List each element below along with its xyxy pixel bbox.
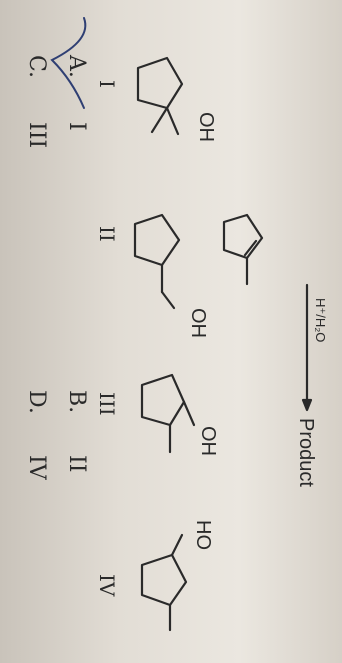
- structure-iv-label: IV: [95, 574, 119, 597]
- product-text: Product: [295, 418, 317, 487]
- structure-ii-label: II: [95, 226, 119, 242]
- structure-iv: [140, 533, 188, 632]
- option-c-letter[interactable]: C.: [24, 55, 49, 78]
- option-c-value[interactable]: III: [24, 122, 49, 148]
- structure-i-label: I: [95, 80, 119, 88]
- option-b-value[interactable]: II: [64, 455, 89, 472]
- structure-ii: [133, 213, 181, 310]
- structure-i-oh: OH: [195, 112, 217, 142]
- option-a-letter[interactable]: A.: [64, 54, 89, 78]
- option-b-letter[interactable]: B.: [64, 390, 89, 413]
- structure-i: [136, 56, 184, 136]
- pen-check-mark: [50, 17, 87, 109]
- structure-iii-oh: OH: [197, 426, 219, 456]
- option-d-letter[interactable]: D.: [24, 390, 49, 414]
- structure-iii: [140, 373, 196, 454]
- reagent-text: H⁺/H₂O: [313, 298, 328, 342]
- option-a-value[interactable]: I: [64, 122, 89, 131]
- structure-ii-oh: OH: [187, 308, 209, 338]
- reaction-arrow: [301, 283, 313, 412]
- structure-iv-ho: HO: [192, 520, 214, 550]
- option-d-value[interactable]: IV: [24, 455, 49, 481]
- structure-iii-label: III: [95, 392, 119, 416]
- reactant-methylcyclopentene: [222, 213, 264, 286]
